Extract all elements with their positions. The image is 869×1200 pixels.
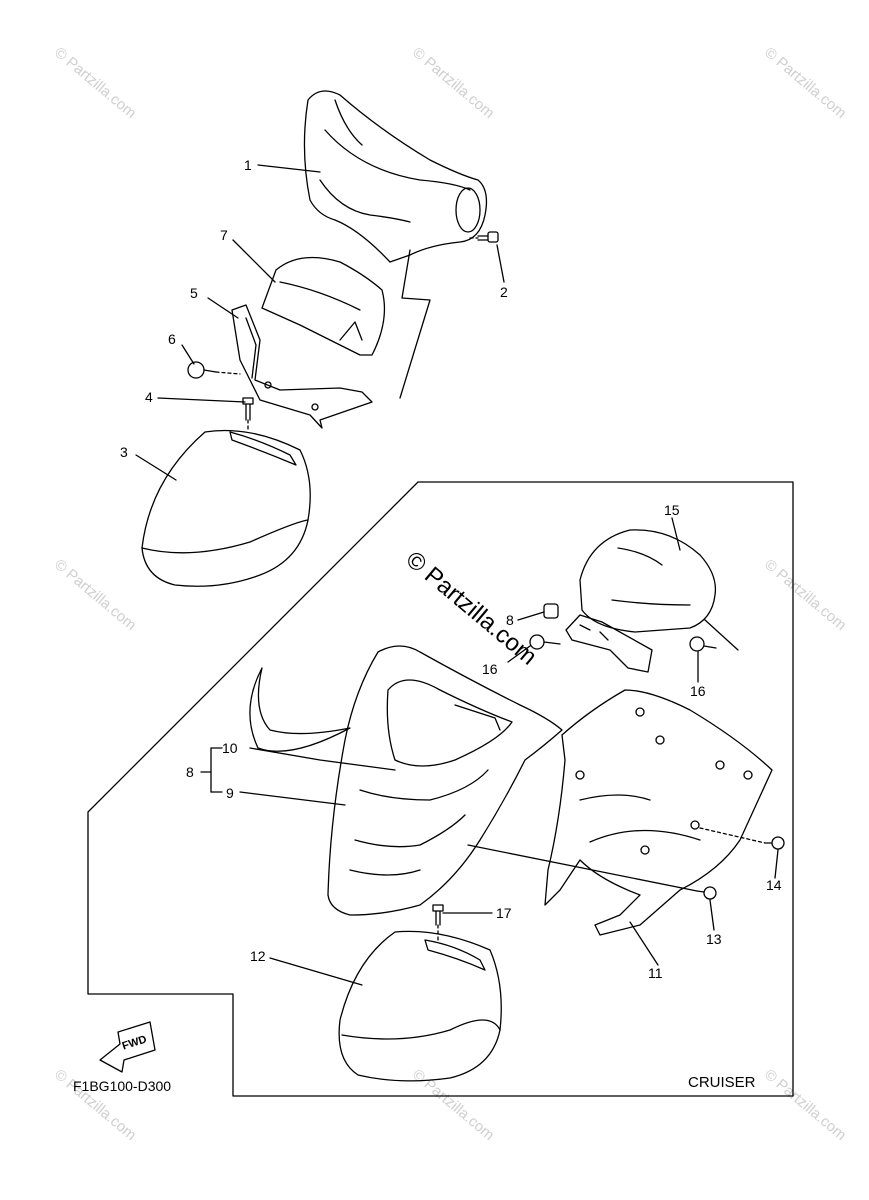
callout-9: 9 (226, 785, 234, 801)
part-bolt-16 (529, 634, 717, 652)
callout-4: 4 (145, 389, 153, 405)
callout-16b: 16 (690, 683, 706, 699)
part-bolt-6 (187, 361, 241, 379)
part-grommet-8 (543, 603, 559, 619)
part-side-panel-11 (544, 689, 773, 936)
callout-7: 7 (220, 227, 228, 243)
fwd-arrow-icon (99, 1021, 156, 1073)
callout-14: 14 (766, 877, 782, 893)
part-lower-cover-3 (141, 429, 311, 587)
part-screw-17 (432, 904, 444, 941)
callout-6: 6 (168, 331, 176, 347)
callout-13: 13 (706, 931, 722, 947)
part-cap-15 (579, 529, 739, 651)
part-handle-cover (303, 90, 488, 263)
callout-8b: 8 (186, 764, 194, 780)
part-bracket (565, 614, 653, 673)
callout-15: 15 (664, 502, 680, 518)
callout-5: 5 (190, 285, 198, 301)
part-screw-2 (469, 231, 499, 243)
callout-10: 10 (222, 740, 238, 756)
part-bolt-13 (696, 886, 717, 900)
callout-16a: 16 (482, 661, 498, 677)
part-bolt-14 (699, 827, 785, 850)
callout-11: 11 (648, 965, 663, 981)
callout-8a: 8 (506, 612, 514, 628)
part-lower-cover-12 (338, 930, 502, 1082)
part-bracket-5 (231, 304, 373, 429)
part-front-cowl-9 (327, 645, 563, 916)
part-trim-10 (249, 667, 351, 752)
part-screw-4 (242, 397, 254, 431)
part-inner-panel (261, 256, 386, 356)
callout-3: 3 (120, 444, 128, 460)
diagram-code: F1BG100-D300 (73, 1078, 172, 1094)
callout-1: 1 (244, 157, 252, 173)
variant-label: CRUISER (688, 1074, 756, 1091)
callout-17: 17 (496, 905, 512, 921)
callout-2: 2 (500, 284, 508, 300)
callout-12: 12 (250, 948, 266, 964)
